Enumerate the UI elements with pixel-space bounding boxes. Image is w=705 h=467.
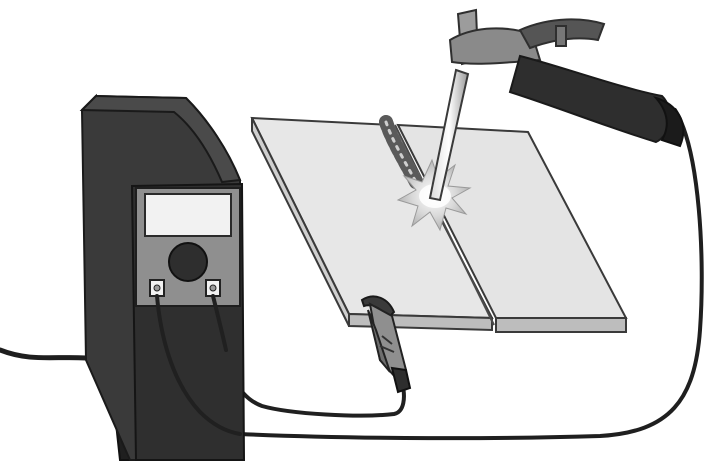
output-terminal-left-screw (154, 285, 160, 291)
welding-power-source (82, 96, 244, 460)
power-cord (0, 350, 86, 358)
machine-display-panel (145, 194, 231, 236)
electrode-holder (450, 10, 683, 146)
metal-plate-right-edge (496, 318, 626, 332)
current-control-knob (169, 243, 207, 281)
output-terminal-right-screw (210, 285, 216, 291)
